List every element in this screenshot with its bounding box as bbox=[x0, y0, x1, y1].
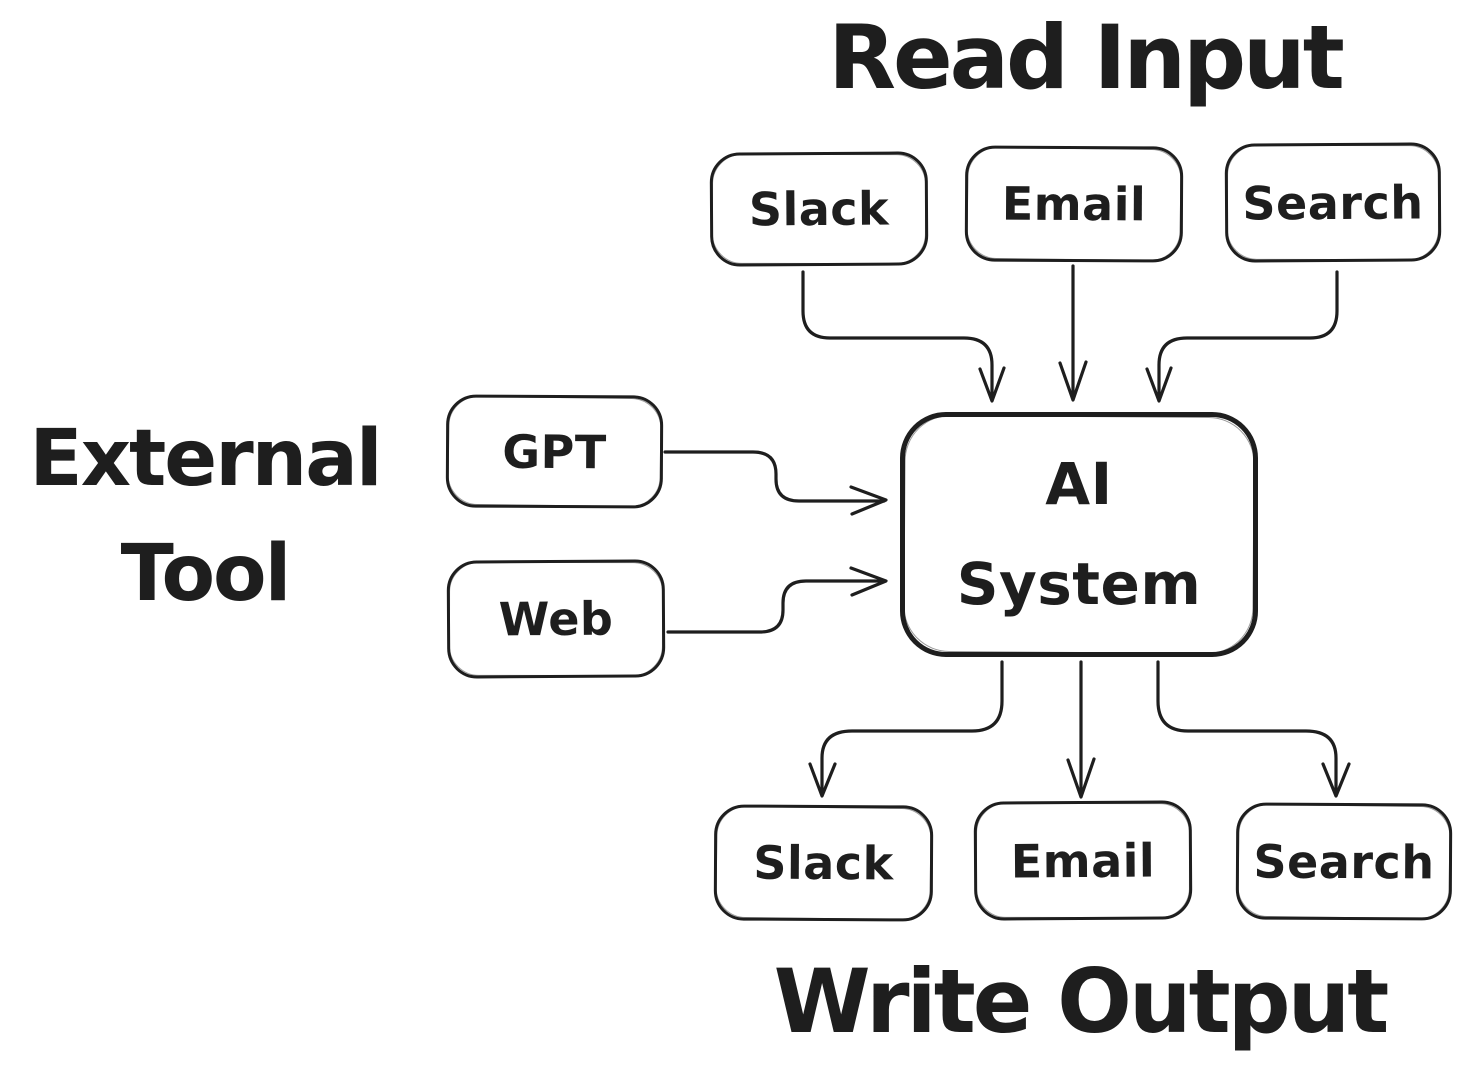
node-tool-gpt[interactable]: GPT bbox=[445, 394, 664, 509]
arrow-line bbox=[801, 270, 994, 398]
node-output-email-label: Email bbox=[1010, 833, 1156, 888]
arrowhead-down-icon bbox=[1321, 762, 1351, 798]
node-ai-system[interactable]: AI System bbox=[900, 412, 1258, 657]
arrow-ai-to-output-email bbox=[1066, 660, 1096, 799]
node-ai-system-label: AI System bbox=[957, 435, 1202, 635]
arrowhead-down-icon bbox=[1145, 366, 1173, 403]
arrow-input-search-to-ai bbox=[1145, 270, 1339, 403]
arrow-line bbox=[820, 660, 1004, 794]
arrowhead-right-icon bbox=[849, 566, 888, 597]
node-input-search[interactable]: Search bbox=[1224, 142, 1442, 263]
node-output-slack-label: Slack bbox=[753, 835, 894, 891]
node-tool-gpt-label: GPT bbox=[502, 424, 607, 479]
node-tool-web[interactable]: Web bbox=[446, 559, 666, 679]
node-output-email[interactable]: Email bbox=[973, 800, 1193, 921]
arrowhead-down-icon bbox=[808, 762, 837, 798]
ai-system-label-line1: AI bbox=[1045, 449, 1113, 518]
arrow-tool-web-to-ai bbox=[666, 566, 888, 634]
arrow-ai-to-output-slack bbox=[808, 660, 1004, 798]
node-input-email[interactable]: Email bbox=[964, 145, 1184, 263]
ai-system-label-line2: System bbox=[956, 549, 1202, 618]
node-output-search[interactable]: Search bbox=[1235, 802, 1453, 921]
arrow-ai-to-output-search bbox=[1156, 660, 1351, 798]
arrow-line bbox=[666, 579, 886, 634]
arrow-input-email-to-ai bbox=[1058, 264, 1088, 402]
node-input-email-label: Email bbox=[1001, 176, 1147, 232]
title-write-output[interactable]: Write Output bbox=[773, 950, 1390, 1053]
node-input-search-label: Search bbox=[1242, 174, 1424, 231]
arrow-input-slack-to-ai bbox=[801, 270, 1006, 403]
external-tool-line2: Tool bbox=[120, 528, 292, 619]
node-tool-web-label: Web bbox=[498, 591, 614, 647]
arrow-line bbox=[1156, 660, 1338, 794]
arrowhead-down-icon bbox=[1058, 360, 1088, 402]
arrow-line bbox=[1157, 270, 1339, 398]
arrowhead-down-icon bbox=[1066, 757, 1096, 799]
label-external-tool[interactable]: External Tool bbox=[0, 402, 410, 631]
arrowhead-right-icon bbox=[849, 485, 888, 516]
node-input-slack[interactable]: Slack bbox=[709, 151, 929, 267]
node-output-slack[interactable]: Slack bbox=[713, 804, 934, 922]
arrowhead-down-icon bbox=[978, 366, 1006, 403]
node-output-search-label: Search bbox=[1253, 834, 1435, 889]
arrow-tool-gpt-to-ai bbox=[663, 450, 888, 516]
arrow-line bbox=[663, 450, 886, 503]
external-tool-line1: External bbox=[29, 414, 382, 504]
title-read-input[interactable]: Read Input bbox=[828, 6, 1345, 109]
node-input-slack-label: Slack bbox=[748, 181, 890, 237]
